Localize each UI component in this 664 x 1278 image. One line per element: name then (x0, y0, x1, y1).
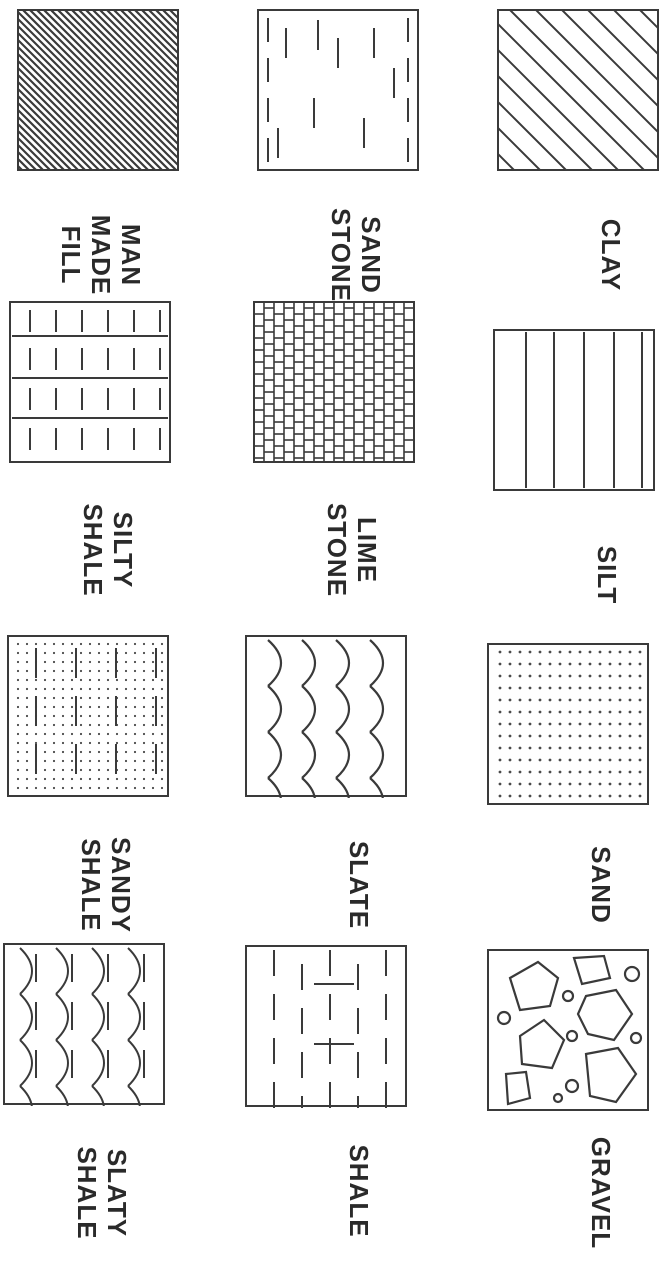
swatch-shale (244, 944, 408, 1108)
label-text: SHALE (344, 1106, 374, 1276)
label-text: SILTY SHALE (78, 465, 138, 635)
label-slate: SLATE (244, 840, 414, 930)
label-gravel: GRAVEL (486, 1148, 656, 1238)
swatch-silt (492, 328, 656, 492)
swatch-sandy-shale (6, 634, 170, 798)
swatch-gravel (486, 948, 650, 1112)
swatch-slate (244, 634, 408, 798)
label-sandy-shale: SANDY SHALE (6, 840, 176, 930)
swatch-man-made-fill (16, 8, 180, 172)
swatch-limestone (252, 300, 416, 464)
label-text: CLAY (596, 170, 626, 340)
swatch-sandstone (256, 8, 420, 172)
label-silt: SILT (492, 530, 662, 620)
label-text: SILT (592, 490, 622, 660)
label-clay: CLAY (496, 210, 664, 300)
label-limestone: LIME STONE (252, 505, 422, 595)
label-shale: SHALE (244, 1146, 414, 1236)
label-sandstone: SAND STONE (256, 210, 426, 300)
label-sand: SAND (486, 840, 656, 930)
label-text: GRAVEL (586, 1108, 616, 1278)
label-text: LIME STONE (322, 465, 382, 635)
swatch-sand (486, 642, 650, 806)
label-slaty-shale: SLATY SHALE (2, 1148, 172, 1238)
label-man-made-fill: MAN MADE FILL (16, 210, 186, 300)
swatch-slaty-shale (2, 942, 166, 1106)
swatch-silty-shale (8, 300, 172, 464)
label-silty-shale: SILTY SHALE (8, 505, 178, 595)
label-text: SLATY SHALE (72, 1108, 132, 1278)
label-text: SAND (586, 800, 616, 970)
swatch-clay (496, 8, 660, 172)
